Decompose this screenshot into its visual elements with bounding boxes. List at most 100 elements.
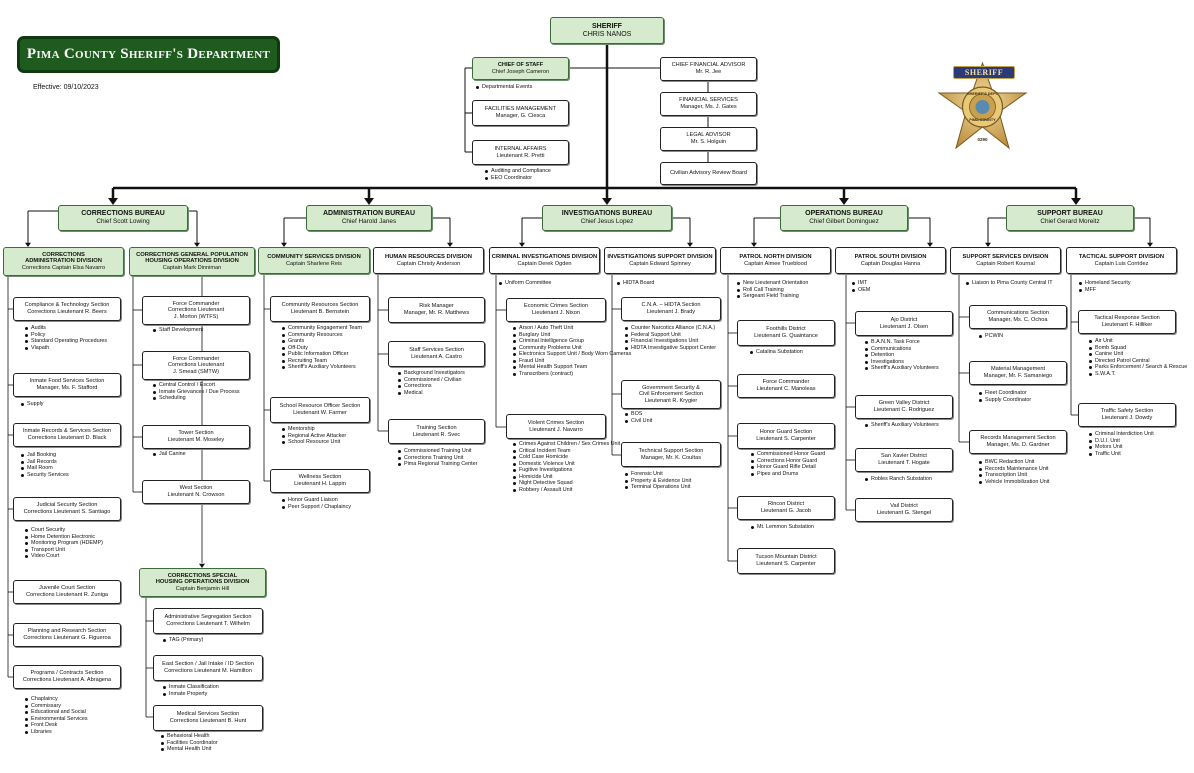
list-item: Traffic Unit — [1088, 451, 1154, 458]
section-title: Tucson Mountain District — [755, 554, 817, 561]
list-item: Robles Ranch Substation — [864, 476, 932, 483]
section-head: Lieutenant J. Brady — [646, 309, 696, 315]
list-item: Sheriff's Auxiliary Volunteers — [864, 422, 939, 429]
list-item: Commissary — [24, 703, 88, 710]
list-item: Grants — [281, 338, 362, 345]
list-item: Fugitive Investigations — [512, 467, 620, 474]
section-title: East Section / Jail Intake / ID Section — [162, 661, 254, 668]
sheriff-box: SHERIFF CHRIS NANOS — [550, 17, 664, 44]
arrow-head — [281, 242, 287, 247]
list-item: Central Control / Escort — [152, 382, 240, 389]
list-item: Regional Active Attacker — [281, 433, 346, 440]
section-items: Staff Development — [152, 327, 203, 334]
list-item: Mt. Lemmon Substation — [750, 524, 814, 531]
list-item: Arson / Auto Theft Unit — [512, 325, 631, 332]
list-item: Commissioned Training Unit — [397, 448, 477, 455]
section-head: Corrections Lieutenant S. Santiago — [23, 509, 111, 515]
section-head: Lieutenant J. Olsen — [879, 323, 929, 330]
badge-bottom-text: PIMA COUNTY — [969, 118, 996, 122]
title-banner: Pima County Sheriff's Department — [20, 39, 277, 70]
list-item: EEO Coordinator — [484, 175, 551, 182]
section-head: J. Morton (WTFS) — [173, 313, 219, 320]
list-item: Civil Unit — [624, 418, 652, 425]
chief-of-staff-box: CHIEF OF STAFF Chief Joseph Cameron — [472, 57, 569, 80]
list-item: Forensic Unit — [624, 471, 691, 478]
internal-affairs-box: INTERNAL AFFAIRS Lieutenant R. Pretti — [472, 140, 569, 165]
list-item: Air Unit — [1088, 338, 1187, 345]
list-item: Detention — [864, 352, 939, 359]
list-item: D.U.I. Unit — [1088, 438, 1154, 445]
section-items: Crimes Against Children / Sex Crimes Uni… — [512, 441, 620, 493]
section-title: School Resource Officer Section — [279, 403, 361, 410]
list-item: Vehicle Immobilization Unit — [978, 479, 1049, 486]
section-title: Administrative Segregation Section — [164, 614, 252, 621]
list-item: Transport Unit — [24, 547, 103, 554]
section-title: Training Section — [416, 424, 457, 431]
section-head: Lieutenant R. Krygier — [644, 397, 698, 404]
list-item: OEM — [851, 287, 870, 294]
arrow-head — [839, 198, 849, 205]
section-head: Corrections Lieutenant B. Hunt — [169, 718, 247, 724]
list-item: Directed Patrol Central — [1088, 358, 1187, 365]
list-item: B.A.N.N. Task Force — [864, 339, 939, 346]
list-item: Peer Support / Chaplaincy — [281, 504, 351, 511]
section-title: Wellness Section — [298, 474, 342, 481]
section-title: Communications Section — [987, 310, 1049, 317]
list-item: Transcription Unit — [978, 472, 1049, 479]
badge-scroll: SHERIFF — [953, 66, 1015, 79]
list-item: School Resource Unit — [281, 439, 346, 446]
list-item: Terminal Operations Unit — [624, 484, 691, 491]
section-title: Programs / Contracts Section — [30, 670, 104, 677]
section-title: Tactical Response Section — [1094, 315, 1160, 322]
arrow-head — [519, 242, 525, 247]
list-item: Property & Evidence Unit — [624, 478, 691, 485]
section-head: Lieutenant C. Rodriguez — [873, 407, 935, 413]
list-item: Facilities Coordinator — [160, 740, 218, 747]
list-item: Corrections — [397, 383, 465, 390]
section-title: Civil Enforcement Section — [638, 391, 704, 398]
list-item: Background Investigators — [397, 370, 465, 377]
section-title: Economic Crimes Section — [523, 303, 589, 310]
section-head: Lieutenant J. Navarro — [529, 426, 583, 433]
list-item: Uniform Committee — [498, 280, 551, 287]
arrow-head — [1071, 198, 1081, 205]
list-item: Fleet Coordinator — [978, 390, 1031, 397]
list-item: Inmate Property — [162, 691, 219, 698]
list-item: Auditing and Compliance — [484, 168, 551, 175]
section-title: Force Commander — [172, 355, 220, 362]
section-head: Manager, Mr. F. Samaniego — [983, 373, 1053, 379]
list-item: Community Problems Unit — [512, 345, 631, 352]
list-item: Sheriff's Auxiliary Volunteers — [864, 365, 939, 372]
badge-top-text: SHERIFF — [964, 68, 1004, 77]
division-items: Uniform Committee — [498, 280, 551, 287]
list-item: Jail Records — [20, 459, 69, 466]
list-item: Criminal Interdiction Unit — [1088, 431, 1154, 438]
